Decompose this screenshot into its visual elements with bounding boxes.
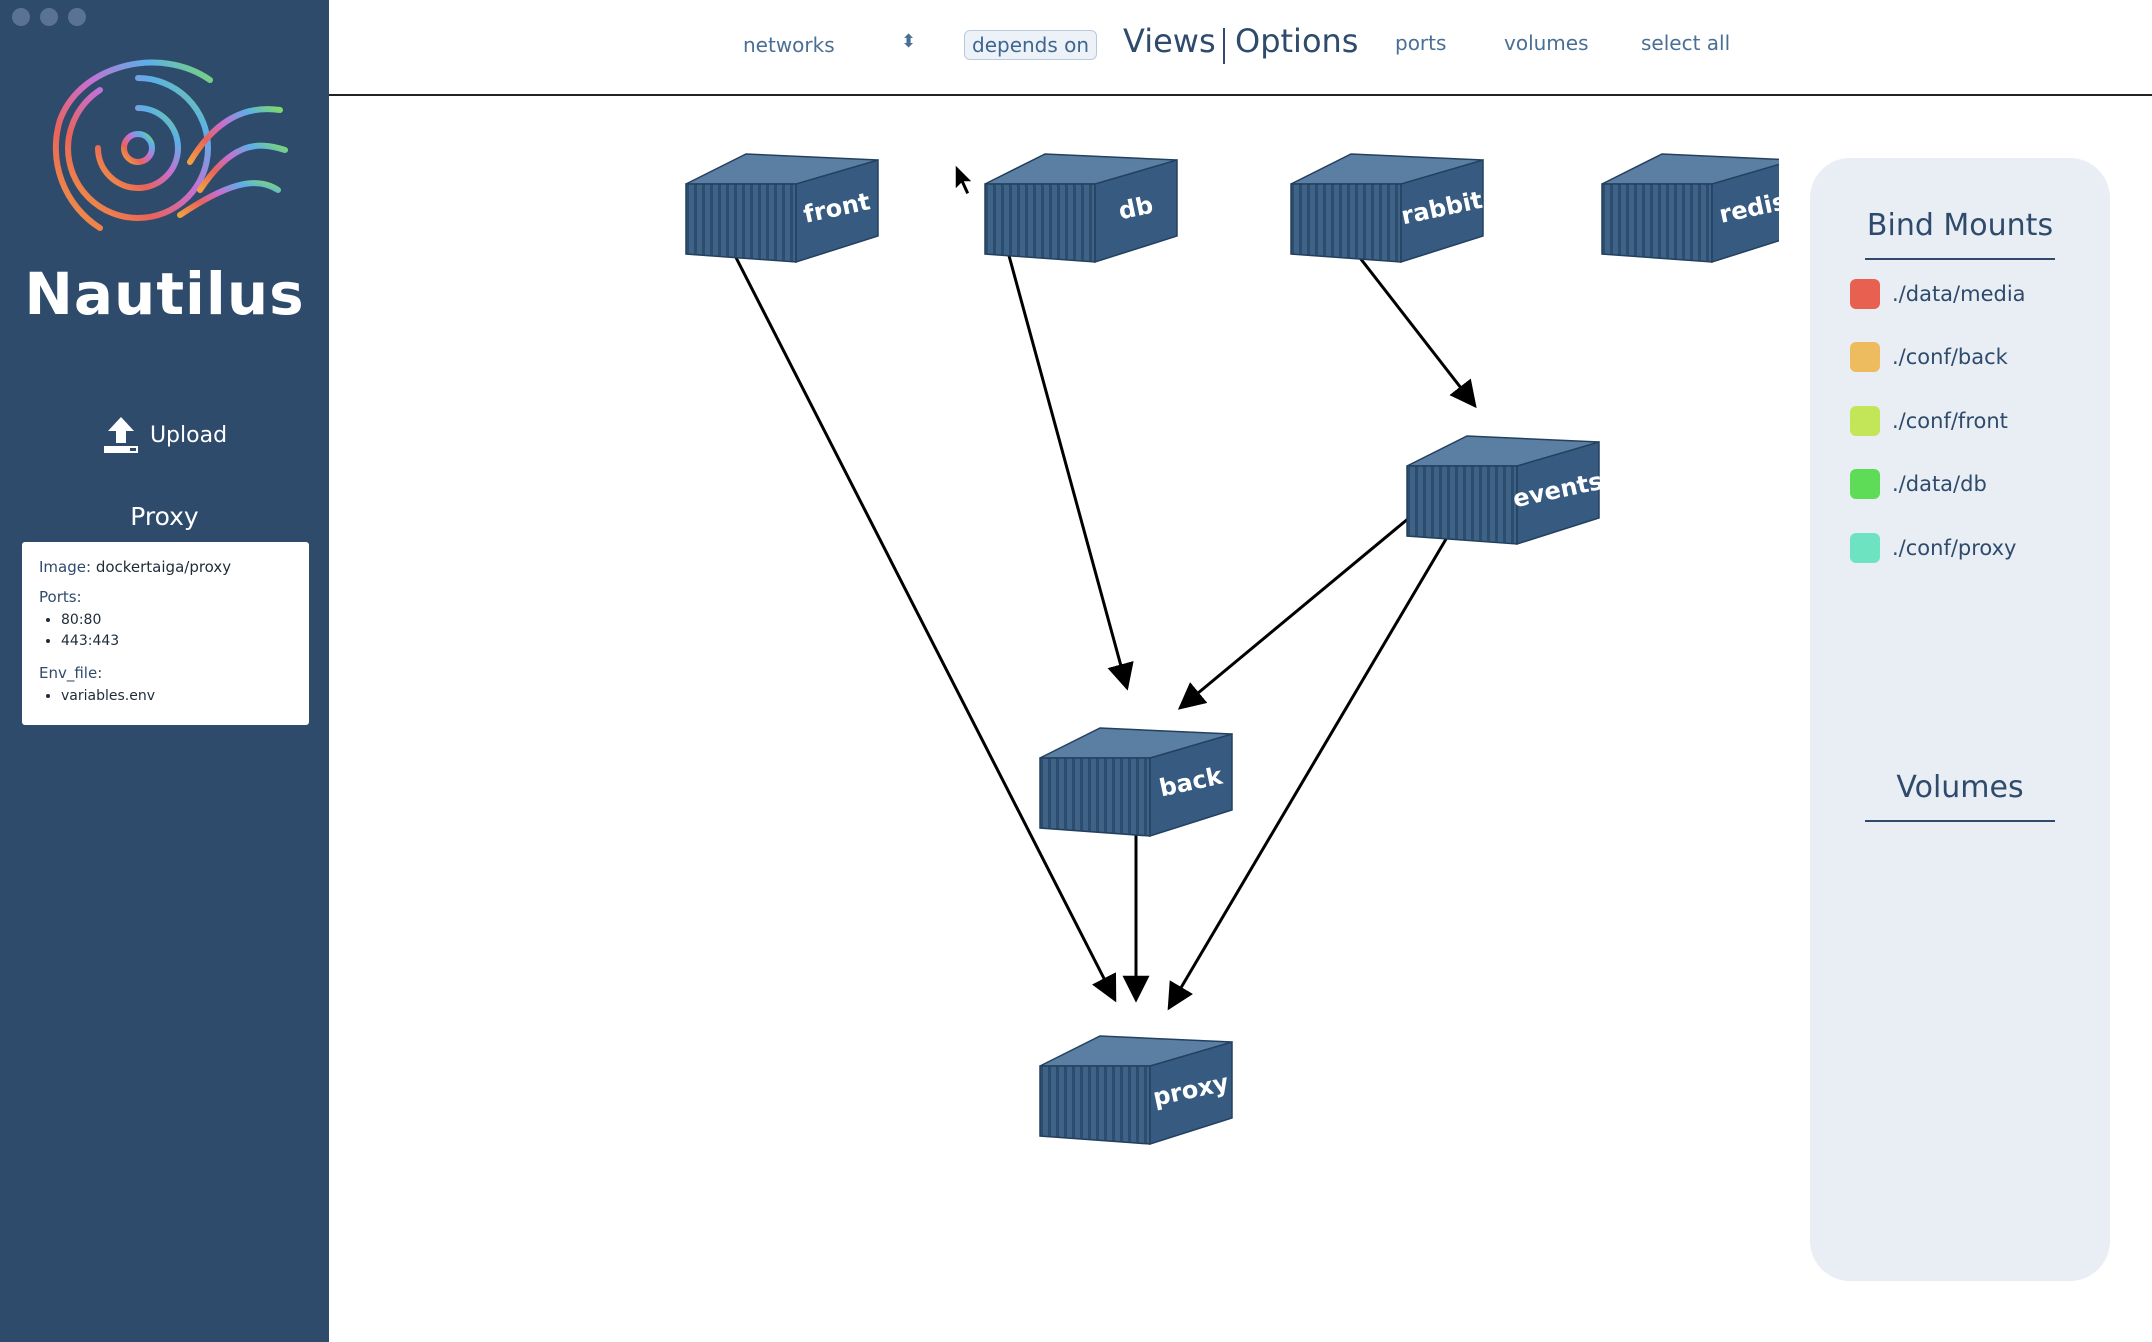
legend-panel: Bind Mounts ./data/media ./conf/back ./c… [1810, 158, 2110, 1281]
volumes-toggle[interactable]: volumes [1504, 31, 1589, 55]
select-arrows-icon: ⬍ [901, 31, 917, 52]
mount-path: ./conf/front [1892, 409, 2008, 433]
app-name: Nautilus [24, 260, 305, 328]
bind-mount-item[interactable]: ./conf/back [1850, 342, 2008, 372]
mount-path: ./data/db [1892, 472, 1987, 496]
image-label: Image: [39, 558, 92, 576]
upload-icon [103, 417, 138, 453]
bind-mount-item[interactable]: ./conf/proxy [1850, 533, 2016, 563]
mouse-pointer-icon [954, 162, 975, 197]
networks-select[interactable]: networks ⬍ [743, 31, 923, 57]
graph-canvas: front db rabbit redis events back proxy [685, 153, 1779, 1146]
service-info-card: Image: dockertaiga/proxy Ports: 80:80 44… [22, 542, 309, 725]
views-options-divider [1223, 28, 1225, 64]
top-bar: networks ⬍ depends on Views Options port… [329, 0, 2152, 96]
image-value: dockertaiga/proxy [95, 558, 232, 576]
service-node-back[interactable]: back [1039, 727, 1233, 838]
mount-path: ./conf/back [1892, 345, 2008, 369]
service-node-redis[interactable]: redis [1601, 153, 1779, 264]
window-controls [12, 8, 86, 26]
port-item: 80:80 [61, 610, 309, 631]
service-node-db[interactable]: db [984, 153, 1178, 264]
zoom-window-button[interactable] [68, 8, 86, 26]
dependency-edge-rabbit-events [1341, 235, 1477, 409]
image-row: Image: dockertaiga/proxy [39, 558, 309, 576]
bind-mount-item[interactable]: ./data/media [1850, 279, 2026, 309]
mount-color-swatch [1850, 279, 1880, 309]
dependency-edge-front-proxy [723, 235, 1117, 1003]
dependency-edge-events-proxy [1167, 533, 1451, 1011]
nautilus-logo-icon [52, 59, 288, 231]
bind-mount-item[interactable]: ./data/db [1850, 469, 1987, 499]
selected-service-title: Proxy [130, 502, 199, 531]
volumes-underline [1865, 820, 2055, 822]
mount-path: ./conf/proxy [1892, 536, 2017, 560]
dependency-graph: front db rabbit redis events back proxy [329, 96, 1779, 1342]
service-node-proxy[interactable]: proxy [1039, 1035, 1233, 1146]
upload-button[interactable]: Upload [0, 415, 329, 455]
sidebar: Nautilus Upload Proxy Image: dockertaiga… [0, 0, 329, 1342]
mount-color-swatch [1850, 342, 1880, 372]
networks-select-value: networks [743, 33, 835, 57]
ports-label: Ports: [39, 588, 82, 606]
depends-on-toggle[interactable]: depends on [964, 30, 1098, 60]
ports-list: 80:80 443:443 [39, 610, 309, 652]
bind-mount-item[interactable]: ./conf/front [1850, 406, 2008, 436]
dependency-edge-events-back [1177, 516, 1410, 710]
service-node-rabbit[interactable]: rabbit [1290, 153, 1485, 264]
minimize-window-button[interactable] [40, 8, 58, 26]
bind-mounts-underline [1865, 258, 2055, 260]
service-node-label: db [1116, 191, 1155, 226]
ports-toggle[interactable]: ports [1395, 31, 1447, 55]
views-heading: Views [1123, 22, 1216, 60]
dependency-edge-db-back [1003, 240, 1134, 691]
mount-color-swatch [1850, 469, 1880, 499]
port-item: 443:443 [61, 631, 309, 652]
env-file-label: Env_file: [39, 664, 103, 682]
select-all-toggle[interactable]: select all [1641, 31, 1731, 55]
upload-label: Upload [149, 422, 228, 448]
close-window-button[interactable] [12, 8, 30, 26]
volumes-title: Volumes [1896, 770, 2024, 805]
mount-color-swatch [1850, 533, 1880, 563]
options-heading: Options [1235, 22, 1359, 60]
service-node-events[interactable]: events [1406, 435, 1605, 546]
env-file-list: variables.env [39, 686, 309, 707]
service-node-front[interactable]: front [685, 153, 879, 264]
bind-mounts-title: Bind Mounts [1866, 208, 2054, 243]
mount-path: ./data/media [1892, 282, 2026, 306]
env-file-item: variables.env [61, 686, 309, 707]
mount-color-swatch [1850, 406, 1880, 436]
